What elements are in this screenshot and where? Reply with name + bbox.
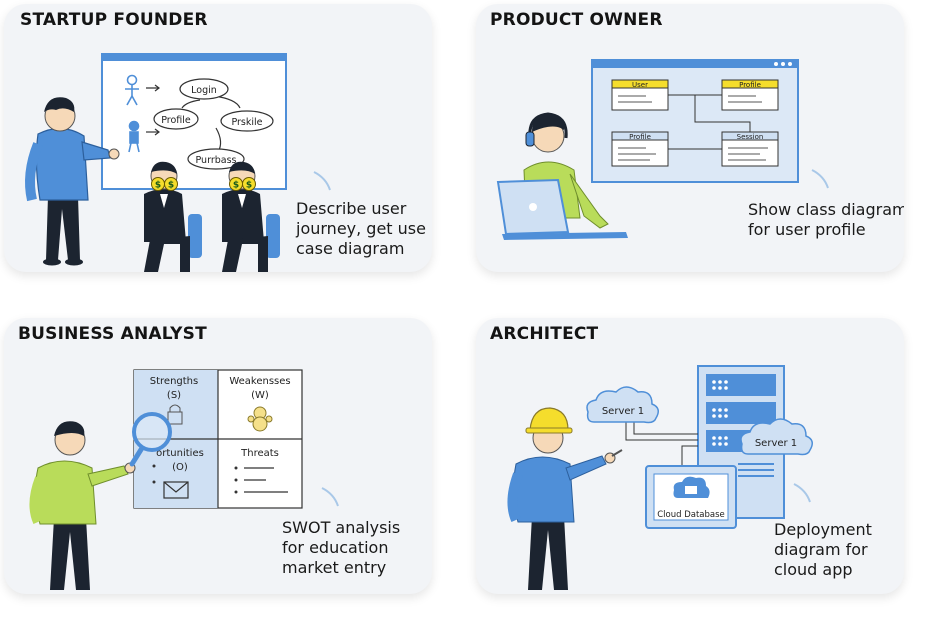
use-case-label-purrbass: Purrbass (196, 155, 237, 166)
swot-opportunities-label: ortunities (156, 448, 204, 459)
use-case-label-prskile: Prskile (231, 117, 262, 128)
cloud-database-box (645, 465, 737, 529)
card-startup-founder: STARTUP FOUNDER Login (4, 4, 432, 272)
deployment-diagram: Server 1 Server 1 Cloud Database (507, 365, 813, 590)
swot-matrix: Strengths (S) Weakensses (W) ortunities … (29, 369, 339, 590)
card-caption: Deployment diagram for cloud app (774, 520, 872, 580)
card-architect: ARCHITECT Server 1 (476, 318, 904, 594)
swot-weaknesses-label: Weakensses (229, 376, 290, 387)
class-label-profile-2: Profile (629, 133, 651, 141)
caption-line: Deployment (774, 520, 872, 539)
caption-line: cloud app (774, 560, 853, 579)
analyst-figure (29, 421, 136, 590)
card-title: ARCHITECT (490, 324, 599, 344)
card-title: STARTUP FOUNDER (20, 10, 208, 30)
class-box-session (721, 131, 779, 167)
swot-strengths-label: Strengths (150, 376, 198, 387)
card-title: BUSINESS ANALYST (18, 324, 207, 344)
investor-figure-1: $ $ (144, 161, 202, 272)
founder-figure (25, 97, 120, 266)
actor-icon (128, 120, 140, 153)
server-left-label: Server 1 (602, 406, 644, 417)
swot-strengths-letter: (S) (167, 390, 181, 401)
svg-text:$: $ (155, 181, 161, 191)
class-box-user (611, 79, 669, 111)
product-owner-figure (496, 112, 628, 240)
class-label-profile: Profile (739, 81, 761, 89)
swot-threats-label: Threats (240, 448, 279, 459)
use-case-label-login: Login (191, 85, 217, 96)
bug-icon (247, 406, 273, 432)
class-label-user: User (632, 81, 648, 89)
server-right-label: Server 1 (755, 438, 797, 449)
cloud-server-right (740, 418, 813, 456)
svg-text:$: $ (233, 181, 239, 191)
card-product-owner: PRODUCT OWNER User Profile Profile S (476, 4, 904, 272)
card-caption: Show class diagram for user profile (748, 200, 904, 240)
swot-opportunities-letter: (O) (172, 462, 188, 473)
class-label-session: Session (737, 133, 764, 141)
investor-figure-2: $ $ (222, 161, 280, 272)
svg-text:$: $ (168, 181, 174, 191)
envelope-icon (163, 481, 189, 499)
caption-line: market entry (282, 558, 387, 577)
swot-weaknesses-letter: (W) (251, 390, 269, 401)
card-caption: SWOT analysis for education market entry (282, 518, 400, 578)
caption-line: case diagram (296, 239, 405, 258)
lock-icon (167, 404, 183, 425)
class-diagram-window: User Profile Profile Session (496, 59, 829, 240)
caption-line: Describe user (296, 199, 407, 218)
caption-line: for user profile (748, 220, 866, 239)
card-business-analyst: BUSINESS ANALYST Strengths (S) Weakensse… (4, 318, 432, 594)
card-title: PRODUCT OWNER (490, 10, 663, 30)
cloud-server-left (586, 386, 659, 424)
caption-line: for education (282, 538, 389, 557)
database-label: Cloud Database (657, 510, 725, 520)
use-case-login (179, 78, 229, 100)
magnifier-icon (129, 412, 172, 467)
caption-line: journey, get use (296, 219, 426, 238)
caption-line: diagram for (774, 540, 868, 559)
caption-line: SWOT analysis (282, 518, 401, 537)
actor-icon (125, 74, 139, 106)
svg-text:$: $ (246, 181, 252, 191)
architect-figure (507, 407, 623, 590)
card-caption: Describe user journey, get use case diag… (296, 199, 426, 259)
class-box-profile (721, 79, 779, 111)
use-case-whiteboard: Login Profile Prskile Purrbass (25, 53, 331, 272)
caption-line: Show class diagram (748, 200, 904, 219)
class-box-profile-2 (611, 131, 669, 167)
use-case-label-profile: Profile (161, 115, 191, 126)
